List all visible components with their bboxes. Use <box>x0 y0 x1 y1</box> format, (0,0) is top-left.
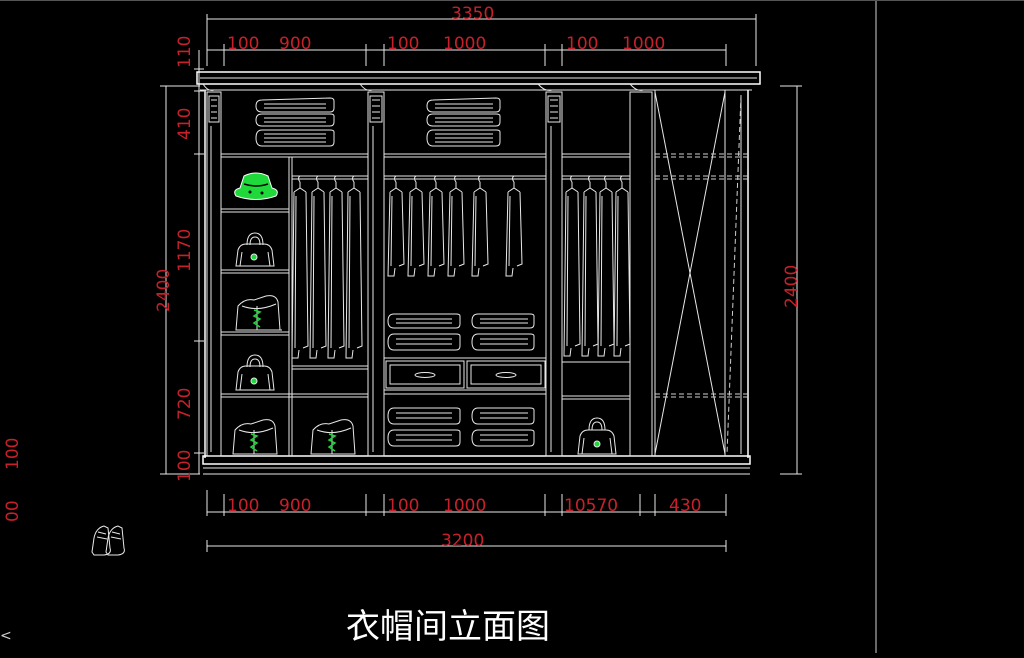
top-overall-dim: 3350 <box>451 4 494 24</box>
left-dim-seg-5: 100 <box>175 450 195 482</box>
shirt <box>427 182 445 277</box>
folded-bag-icon <box>232 295 356 455</box>
shirt <box>345 182 363 359</box>
top-dim-seg-6: 1000 <box>622 34 665 54</box>
shirt <box>407 182 425 277</box>
hanger-hook <box>352 175 355 183</box>
bottom-overall-dim: 3200 <box>441 531 484 551</box>
shirt <box>309 182 327 359</box>
bottom-dimensions: 100 900 100 1000 10570 430 3200 <box>206 490 727 552</box>
bottom-dim-seg-6: 430 <box>669 496 701 516</box>
top-dim-seg-5: 100 <box>566 34 598 54</box>
bottom-dim-seg-2: 900 <box>279 496 311 516</box>
hanger-hook <box>334 175 337 183</box>
shirt <box>505 182 523 277</box>
shirt <box>447 182 465 277</box>
shirt <box>581 182 599 357</box>
hat-icon <box>234 172 278 200</box>
shirt <box>387 182 405 277</box>
hanger-hook <box>478 175 481 183</box>
stray-mark: < <box>0 628 12 644</box>
hanger-hook <box>394 175 397 183</box>
shirt <box>471 182 489 277</box>
hanger-hook <box>620 175 623 183</box>
hanger-hook <box>604 175 607 183</box>
hanger-hook <box>414 175 417 183</box>
top-dim-seg-3: 100 <box>387 34 419 54</box>
shirt <box>291 182 309 359</box>
top-dim-seg-1: 100 <box>227 34 259 54</box>
shirt <box>327 182 345 359</box>
hanger-hook <box>316 175 319 183</box>
top-dim-seg-4: 1000 <box>443 34 486 54</box>
far-left-dim-2: 00 <box>3 500 23 522</box>
shirt <box>597 182 615 357</box>
folded-clothes-stack <box>387 313 535 447</box>
right-dimension: 2400 <box>780 85 802 475</box>
hanger-hook <box>570 175 573 183</box>
right-overall-dim: 2400 <box>782 265 802 308</box>
wardrobe-elevation <box>196 71 761 475</box>
left-overall-dim: 2400 <box>154 269 174 312</box>
bottom-dim-seg-5: 10570 <box>564 496 618 516</box>
hanger-hook <box>454 175 457 183</box>
handbag-icon <box>235 232 617 455</box>
left-dim-seg-3: 1170 <box>175 229 195 272</box>
top-dim-seg-2: 900 <box>279 34 311 54</box>
bottom-dim-seg-4: 1000 <box>443 496 486 516</box>
bottom-dim-seg-3: 100 <box>387 496 419 516</box>
shirt <box>613 182 631 357</box>
bottom-dim-seg-1: 100 <box>227 496 259 516</box>
hanger-hook <box>298 175 301 183</box>
top-dimensions: 3350 100 900 100 1000 100 1000 <box>206 4 757 66</box>
folded-clothes-icon <box>255 97 501 147</box>
far-left-dim-1: 100 <box>3 438 23 470</box>
hanging-shirt-icon <box>291 175 631 359</box>
left-dim-seg-4: 720 <box>175 388 195 420</box>
hanger-hook <box>434 175 437 183</box>
left-dimensions: 2400 110 410 1170 720 100 <box>154 36 204 482</box>
shirt <box>563 182 581 357</box>
hanger-hook <box>512 175 515 183</box>
hanger-hook <box>588 175 591 183</box>
drawing-title: 衣帽间立面图 <box>346 607 550 647</box>
shoes-icon <box>91 525 125 556</box>
left-dim-seg-1: 110 <box>175 36 195 68</box>
left-dim-seg-2: 410 <box>175 108 195 140</box>
